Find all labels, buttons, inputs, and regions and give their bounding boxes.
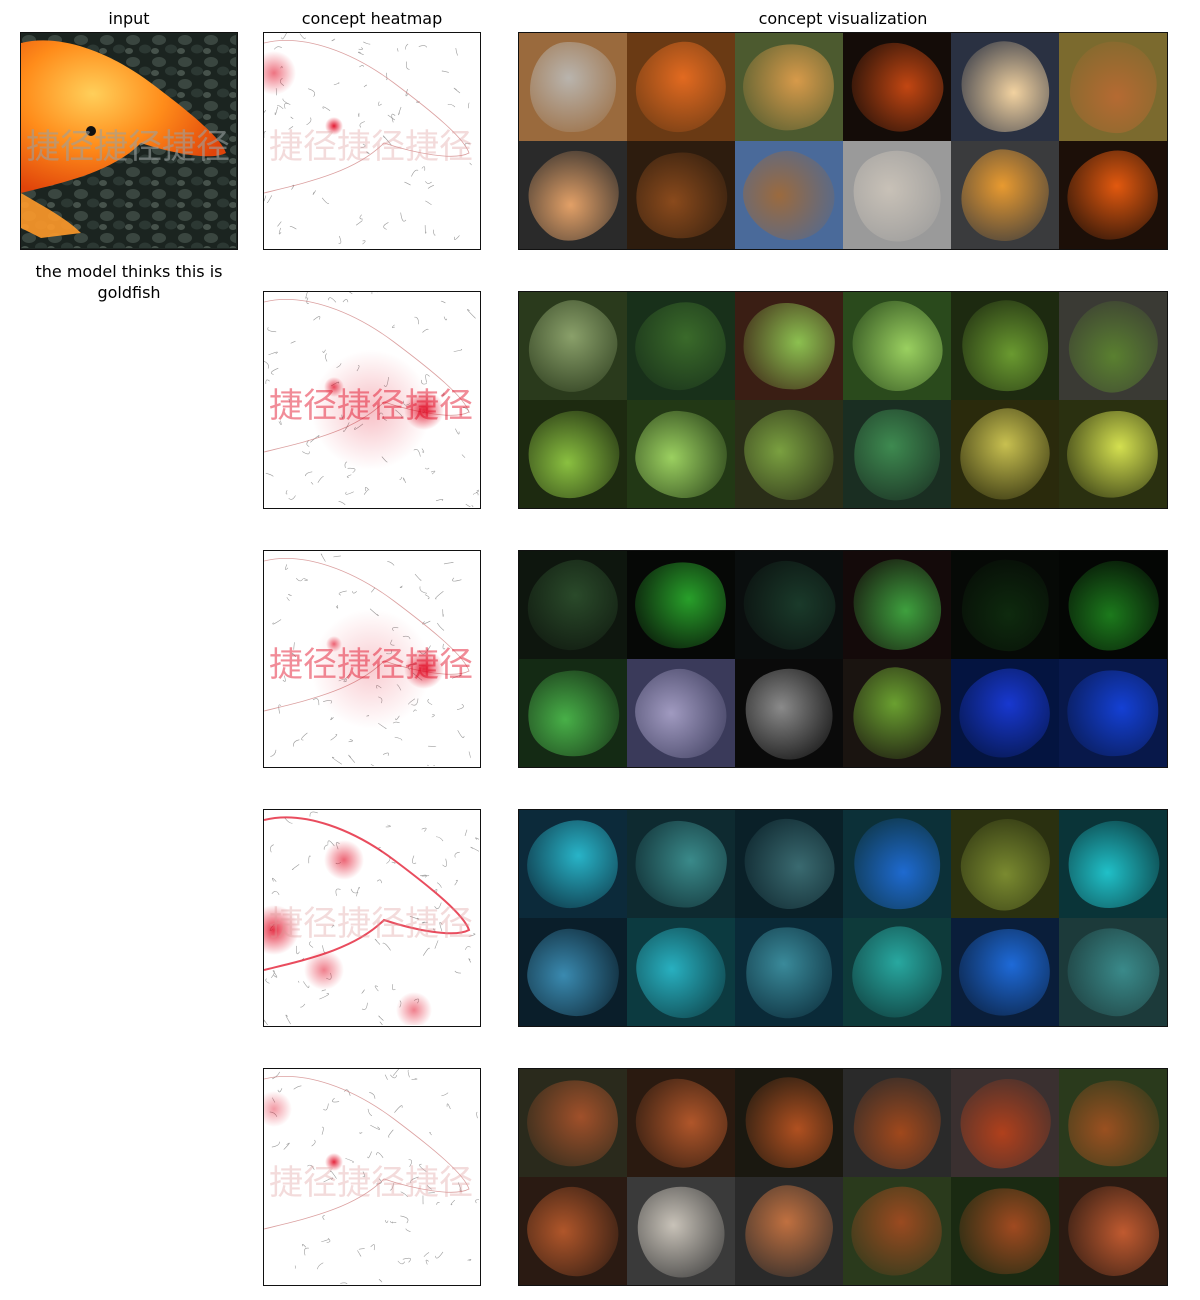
concept-patch: [951, 33, 1059, 141]
concept-patch: [951, 400, 1059, 508]
concept-patch: [627, 1069, 735, 1177]
concept-patch: [843, 659, 951, 767]
heatmap-watermark-text: 捷径捷径捷径: [269, 904, 473, 944]
concept-patch: [1059, 141, 1167, 249]
concept-patch: [843, 33, 951, 141]
concept-patch: [951, 551, 1059, 659]
concept-patch: [519, 33, 627, 141]
concept-patch: [627, 551, 735, 659]
concept-patch: [519, 810, 627, 918]
concept-patch: [627, 810, 735, 918]
concept-patch: [627, 400, 735, 508]
heatmap-watermark-text: 捷径捷径捷径: [269, 386, 473, 426]
concept-patch: [735, 659, 843, 767]
concept-heatmap-5: 捷径捷径捷径: [263, 1068, 481, 1286]
concept-patch: [627, 918, 735, 1026]
concept-patch: [1059, 33, 1167, 141]
concept-patch: [735, 141, 843, 249]
concept-patch: [735, 292, 843, 400]
concept-patch: [519, 1069, 627, 1177]
concept-patch: [519, 551, 627, 659]
concept-visualization-1: [518, 32, 1168, 250]
concept-patch: [1059, 1177, 1167, 1285]
concept-patch: [951, 659, 1059, 767]
concept-patch: [843, 918, 951, 1026]
concept-patch: [951, 1069, 1059, 1177]
concept-patch: [1059, 400, 1167, 508]
header-concept-visualization: concept visualization: [758, 9, 928, 28]
concept-patch: [735, 551, 843, 659]
concept-patch: [843, 141, 951, 249]
concept-heatmap-1: 捷径捷径捷径: [263, 32, 481, 250]
concept-patch: [951, 1177, 1059, 1285]
concept-patch: [1059, 1069, 1167, 1177]
concept-visualization-5: [518, 1068, 1168, 1286]
input-image: 捷径捷径捷径: [20, 32, 238, 250]
concept-visualization-2: [518, 291, 1168, 509]
concept-patch: [735, 1177, 843, 1285]
concept-patch: [735, 33, 843, 141]
concept-patch: [627, 659, 735, 767]
concept-patch: [627, 141, 735, 249]
concept-visualization-3: [518, 550, 1168, 768]
concept-patch: [951, 292, 1059, 400]
concept-patch: [519, 659, 627, 767]
heatmap-watermark-text: 捷径捷径捷径: [269, 127, 473, 167]
concept-patch: [627, 1177, 735, 1285]
concept-patch: [951, 141, 1059, 249]
watermark-text: 捷径捷径捷径: [26, 127, 230, 167]
concept-patch: [627, 292, 735, 400]
goldfish-photo: 捷径捷径捷径: [21, 33, 236, 248]
concept-patch: [1059, 918, 1167, 1026]
concept-patch: [1059, 551, 1167, 659]
concept-patch: [519, 400, 627, 508]
concept-patch: [735, 810, 843, 918]
concept-patch: [735, 1069, 843, 1177]
concept-patch: [1059, 659, 1167, 767]
concept-patch: [951, 810, 1059, 918]
header-concept-heatmap: concept heatmap: [301, 9, 443, 28]
concept-patch: [735, 400, 843, 508]
concept-patch: [843, 551, 951, 659]
prediction-caption: the model thinks this is goldfish: [35, 262, 223, 302]
concept-heatmap-2: 捷径捷径捷径: [263, 291, 481, 509]
heatmap-watermark-text: 捷径捷径捷径: [269, 1163, 473, 1203]
concept-patch: [843, 1069, 951, 1177]
concept-heatmap-4: 捷径捷径捷径: [263, 809, 481, 1027]
heatmap-watermark-text: 捷径捷径捷径: [269, 645, 473, 685]
concept-heatmap-3: 捷径捷径捷径: [263, 550, 481, 768]
concept-patch: [843, 1177, 951, 1285]
concept-patch: [1059, 810, 1167, 918]
concept-patch: [519, 1177, 627, 1285]
concept-patch: [519, 141, 627, 249]
concept-patch: [519, 918, 627, 1026]
concept-patch: [519, 292, 627, 400]
concept-patch: [627, 33, 735, 141]
concept-patch: [951, 918, 1059, 1026]
concept-visualization-4: [518, 809, 1168, 1027]
concept-patch: [1059, 292, 1167, 400]
concept-patch: [843, 292, 951, 400]
concept-patch: [843, 400, 951, 508]
concept-patch: [735, 918, 843, 1026]
header-input: input: [108, 9, 150, 28]
concept-patch: [843, 810, 951, 918]
